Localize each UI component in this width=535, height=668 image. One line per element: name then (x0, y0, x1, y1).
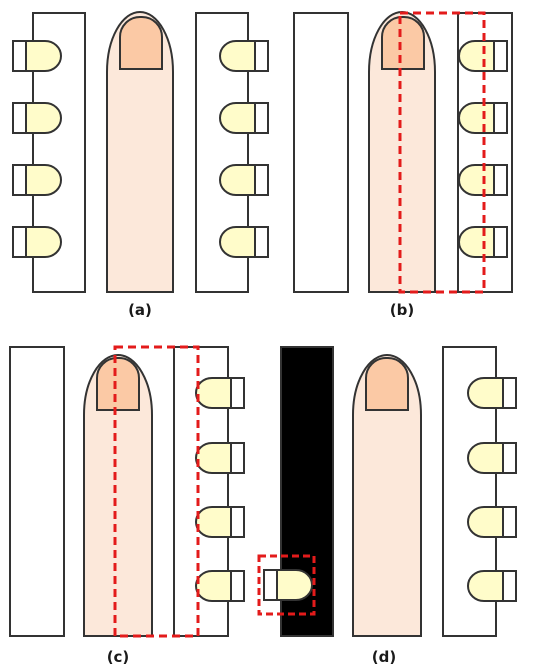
fingertip-icon (352, 354, 422, 637)
led-icon (263, 569, 313, 601)
led-icon (195, 377, 245, 409)
led-icon (467, 442, 517, 474)
panel-label-a: (a) (128, 301, 152, 319)
led-icon (195, 570, 245, 602)
fingertip-icon (106, 11, 174, 293)
led-strip-left (9, 346, 65, 637)
led-icon (195, 506, 245, 538)
fingertip-icon (83, 354, 153, 637)
led-icon (195, 442, 245, 474)
highlight-region (113, 345, 200, 638)
panel-b: (b) (293, 11, 513, 319)
led-icon (219, 40, 269, 72)
led-icon (219, 102, 269, 134)
led-icon (219, 164, 269, 196)
panel-d: (d) (257, 346, 517, 666)
led-icon (467, 506, 517, 538)
led-icon (12, 226, 62, 258)
panel-label-b: (b) (390, 301, 414, 319)
led-icon (12, 164, 62, 196)
panel-c: (c) (9, 345, 245, 666)
led-icon (467, 377, 517, 409)
highlight-led (257, 554, 316, 616)
panel-a: (a) (12, 11, 269, 319)
led-strip-left (293, 12, 349, 293)
led-icon (219, 226, 269, 258)
panel-label-d: (d) (372, 648, 396, 666)
panel-label-c: (c) (107, 648, 130, 666)
led-icon (12, 40, 62, 72)
led-icon (12, 102, 62, 134)
highlight-region (398, 11, 486, 294)
led-icon (467, 570, 517, 602)
